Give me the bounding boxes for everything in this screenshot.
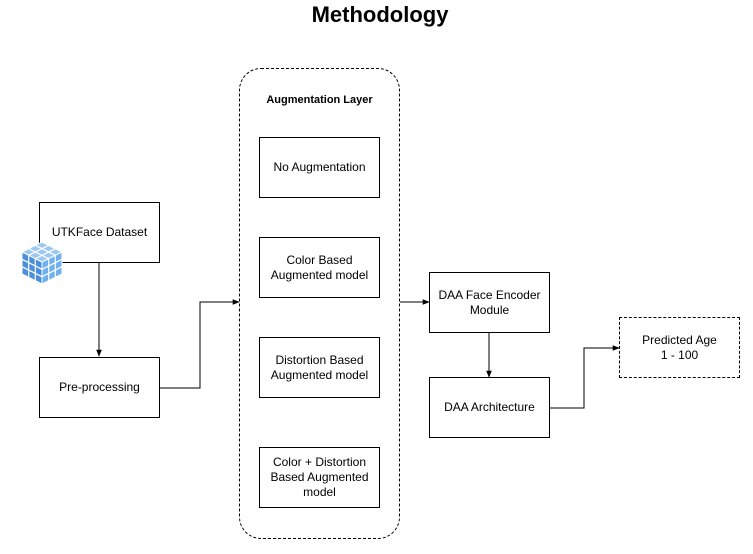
color-based-label: Color Based Augmented model [270,252,369,282]
daa-face-encoder-label: DAA Face Encoder Module [438,287,541,317]
diagram-title: Methodology [311,2,449,27]
augmentation-layer-container [239,68,400,539]
preprocessing-node: Pre-processing [39,357,160,418]
predicted-age-node: Predicted Age 1 - 100 [619,317,740,378]
color-based-node: Color Based Augmented model [259,237,380,298]
no-augmentation-node: No Augmentation [259,137,380,198]
augmentation-layer-title: Augmentation Layer [266,94,373,106]
daa-architecture-label: DAA Architecture [444,400,535,414]
distortion-based-node: Distortion Based Augmented model [259,337,380,398]
daa-face-encoder-node: DAA Face Encoder Module [429,272,550,333]
arrow-preprocessing-to-layer [160,299,240,389]
arrow-architecture-to-prediction [550,345,620,409]
distortion-based-label: Distortion Based Augmented model [270,352,369,382]
no-augmentation-label: No Augmentation [273,160,366,174]
color-distortion-node: Color + Distortion Based Augmented model [259,447,380,508]
daa-architecture-node: DAA Architecture [429,377,550,438]
predicted-age-label: Predicted Age 1 - 100 [642,332,717,362]
color-distortion-label: Color + Distortion Based Augmented model [270,455,369,499]
preprocessing-label: Pre-processing [59,380,140,394]
database-cube-icon [20,241,64,285]
utkface-dataset-label: UTKFace Dataset [51,225,148,239]
